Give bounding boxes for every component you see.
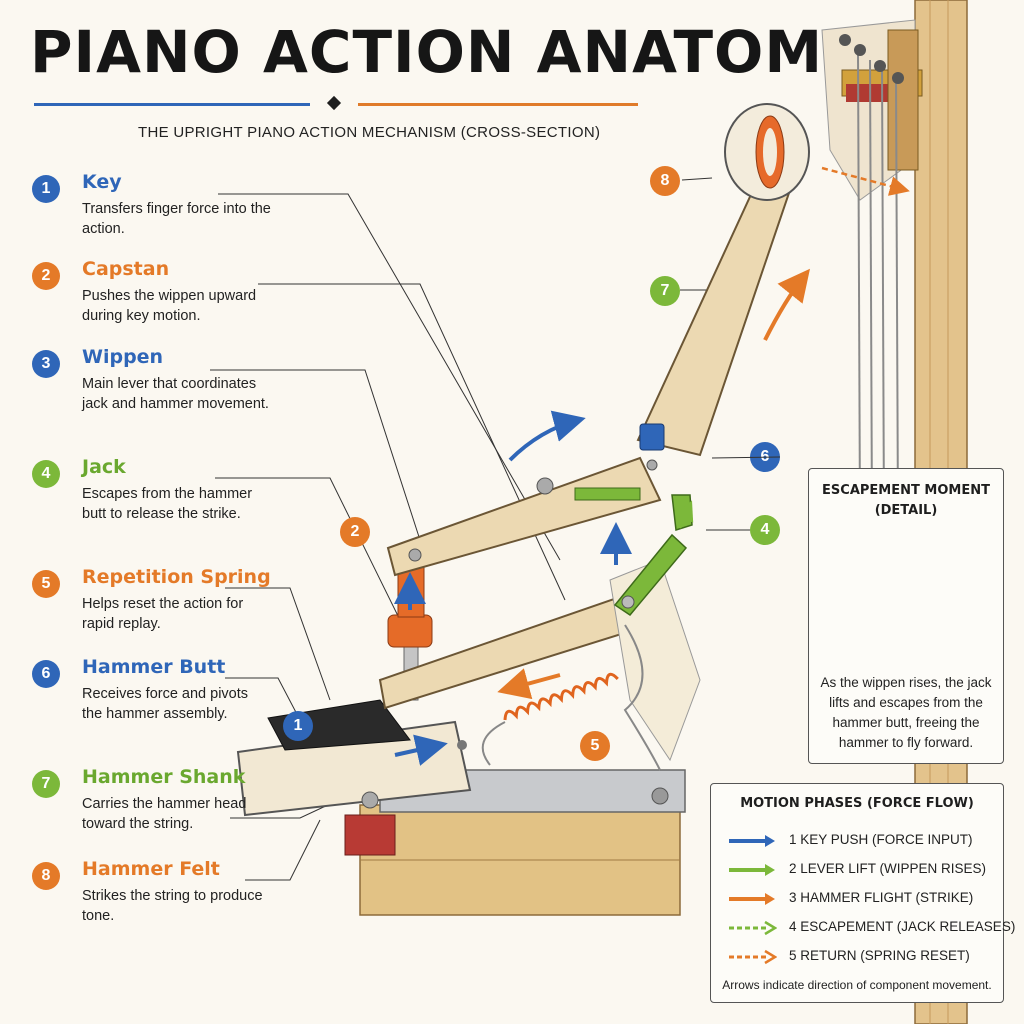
legend-name: Wippen bbox=[82, 346, 164, 368]
callout-capstan: 2 bbox=[340, 517, 370, 547]
phase-label: 1 KEY PUSH (FORCE INPUT) bbox=[789, 832, 973, 847]
legend-number: 4 bbox=[32, 460, 60, 488]
phase-label: 4 ESCAPEMENT (JACK RELEASES) bbox=[789, 919, 1016, 934]
dashed-orange-arrow-icon bbox=[729, 949, 777, 965]
legend-number: 6 bbox=[32, 660, 60, 688]
title-rule-right bbox=[358, 103, 638, 106]
solid-blue-arrow-icon bbox=[729, 835, 775, 847]
callout-hammer-shank: 7 bbox=[650, 276, 680, 306]
page-title: PIANO ACTION ANATOMY bbox=[30, 18, 867, 86]
legend-number: 2 bbox=[32, 262, 60, 290]
legend-name: Capstan bbox=[82, 258, 170, 280]
legend-description: Pushes the wippen upward during key moti… bbox=[82, 288, 257, 324]
callout-hammer-felt: 8 bbox=[650, 166, 680, 196]
legend-description: Main lever that coordinates jack and ham… bbox=[82, 376, 269, 412]
phase-label: 5 RETURN (SPRING RESET) bbox=[789, 948, 970, 963]
legend-name: Key bbox=[82, 171, 122, 193]
page-subtitle: THE UPRIGHT PIANO ACTION MECHANISM (CROS… bbox=[138, 124, 601, 141]
legend-name: Hammer Shank bbox=[82, 766, 246, 788]
dashed-green-arrow-icon bbox=[729, 920, 777, 936]
legend-number: 7 bbox=[32, 770, 60, 798]
legend-number: 5 bbox=[32, 570, 60, 598]
callout-repetition-spring: 5 bbox=[580, 731, 610, 761]
repetition-spring bbox=[503, 672, 619, 721]
callout-key: 1 bbox=[283, 711, 313, 741]
title-rule-left bbox=[34, 103, 310, 106]
leader-lines bbox=[210, 177, 713, 881]
motion-phases-note: Arrows indicate direction of component m… bbox=[722, 978, 992, 992]
callout-jack: 4 bbox=[750, 515, 780, 545]
solid-green-arrow-icon bbox=[729, 864, 775, 876]
legend-name: Hammer Felt bbox=[82, 858, 220, 880]
legend-description: Escapes from the hammer butt to release … bbox=[82, 486, 253, 522]
legend-description: Transfers finger force into the action. bbox=[82, 201, 271, 237]
legend-description: Receives force and pivots the hammer ass… bbox=[82, 686, 249, 722]
wippen-lever bbox=[386, 456, 662, 577]
motion-phases-title: MOTION PHASES (FORCE FLOW) bbox=[740, 796, 974, 811]
legend-number: 3 bbox=[32, 350, 60, 378]
phase-label: 2 LEVER LIFT (WIPPEN RISES) bbox=[789, 861, 987, 876]
phase-label: 3 HAMMER FLIGHT (STRIKE) bbox=[789, 890, 974, 905]
escapement-title: ESCAPEMENT MOMENT (DETAIL) bbox=[822, 483, 990, 518]
solid-orange-arrow-icon bbox=[729, 893, 775, 905]
legend-name: Jack bbox=[82, 456, 126, 478]
legend-name: Hammer Butt bbox=[82, 656, 226, 678]
motion-phases-panel: MOTION PHASES (FORCE FLOW) 1 KEY PUSH (F… bbox=[710, 783, 1015, 1003]
legend-number: 1 bbox=[32, 175, 60, 203]
escapement-detail-panel: ESCAPEMENT MOMENT (DETAIL) As the wippen… bbox=[808, 468, 1004, 764]
motion-arrows bbox=[394, 166, 910, 766]
legend-description: Carries the hammer head toward the strin… bbox=[82, 796, 247, 832]
legend-description: Strikes the string to produce tone. bbox=[82, 888, 263, 924]
escapement-description: As the wippen rises, the jack lifts and … bbox=[820, 675, 992, 750]
legend-description: Helps reset the action for rapid replay. bbox=[82, 596, 244, 632]
legend-name: Repetition Spring bbox=[82, 566, 271, 588]
hammer-assembly bbox=[636, 103, 810, 471]
legend-number: 8 bbox=[32, 862, 60, 890]
